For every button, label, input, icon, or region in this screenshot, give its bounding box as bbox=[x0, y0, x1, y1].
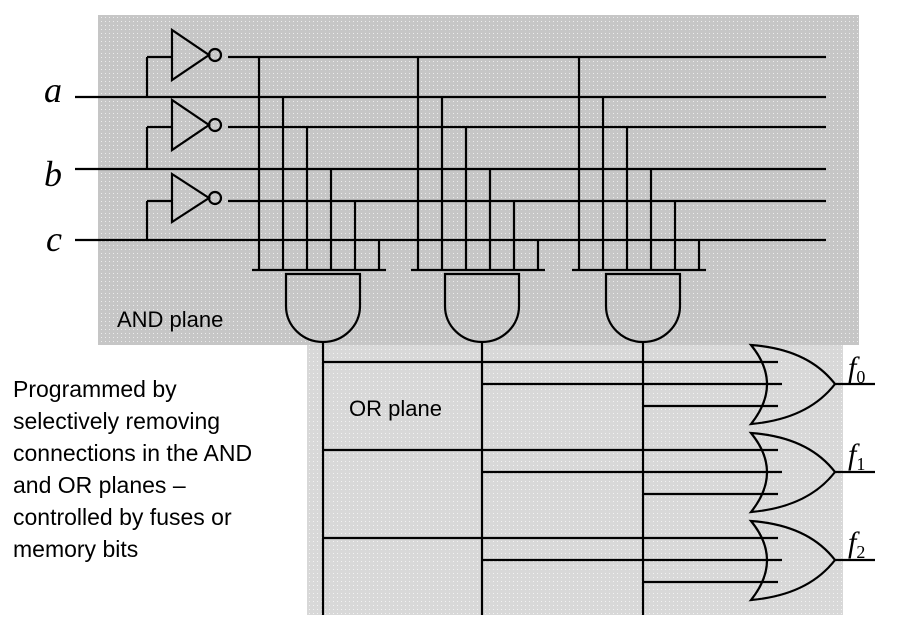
input-lines bbox=[75, 95, 826, 242]
note-line: memory bits bbox=[13, 536, 138, 562]
and-gate-2 bbox=[443, 272, 521, 344]
programming-note: Programmed by selectively removing conne… bbox=[13, 376, 252, 562]
or-plane bbox=[307, 345, 843, 615]
input-label-a: a bbox=[44, 70, 62, 110]
or-input-lines bbox=[323, 360, 782, 584]
note-line: and OR planes – bbox=[13, 472, 186, 498]
and-gate-1 bbox=[284, 272, 362, 344]
inverter-a bbox=[145, 27, 223, 97]
and-plane-label: AND plane bbox=[117, 307, 223, 332]
inverter-c bbox=[145, 171, 223, 240]
product-term-lines bbox=[321, 342, 645, 615]
note-line: controlled by fuses or bbox=[13, 504, 232, 530]
or-plane-label: OR plane bbox=[349, 396, 442, 421]
and-column-2 bbox=[411, 57, 545, 272]
or-gate-1 bbox=[748, 431, 837, 514]
note-line: selectively removing bbox=[13, 408, 220, 434]
and-gate-3 bbox=[604, 272, 682, 344]
note-line: connections in the AND bbox=[13, 440, 252, 466]
output-label-f2: f2 bbox=[848, 526, 865, 562]
output-label-f0: f0 bbox=[848, 351, 865, 387]
note-line: Programmed by bbox=[13, 376, 177, 402]
or-gate-0 bbox=[748, 343, 837, 426]
input-label-c: c bbox=[46, 219, 62, 259]
output-label-f1: f1 bbox=[848, 438, 865, 474]
inverter-b bbox=[145, 97, 223, 169]
or-gate-2 bbox=[748, 519, 837, 602]
output-lines bbox=[835, 382, 875, 562]
input-label-b: b bbox=[44, 154, 62, 194]
and-column-1 bbox=[252, 57, 386, 272]
and-column-3 bbox=[572, 57, 706, 272]
and-plane bbox=[98, 15, 859, 345]
complement-lines bbox=[228, 55, 826, 203]
